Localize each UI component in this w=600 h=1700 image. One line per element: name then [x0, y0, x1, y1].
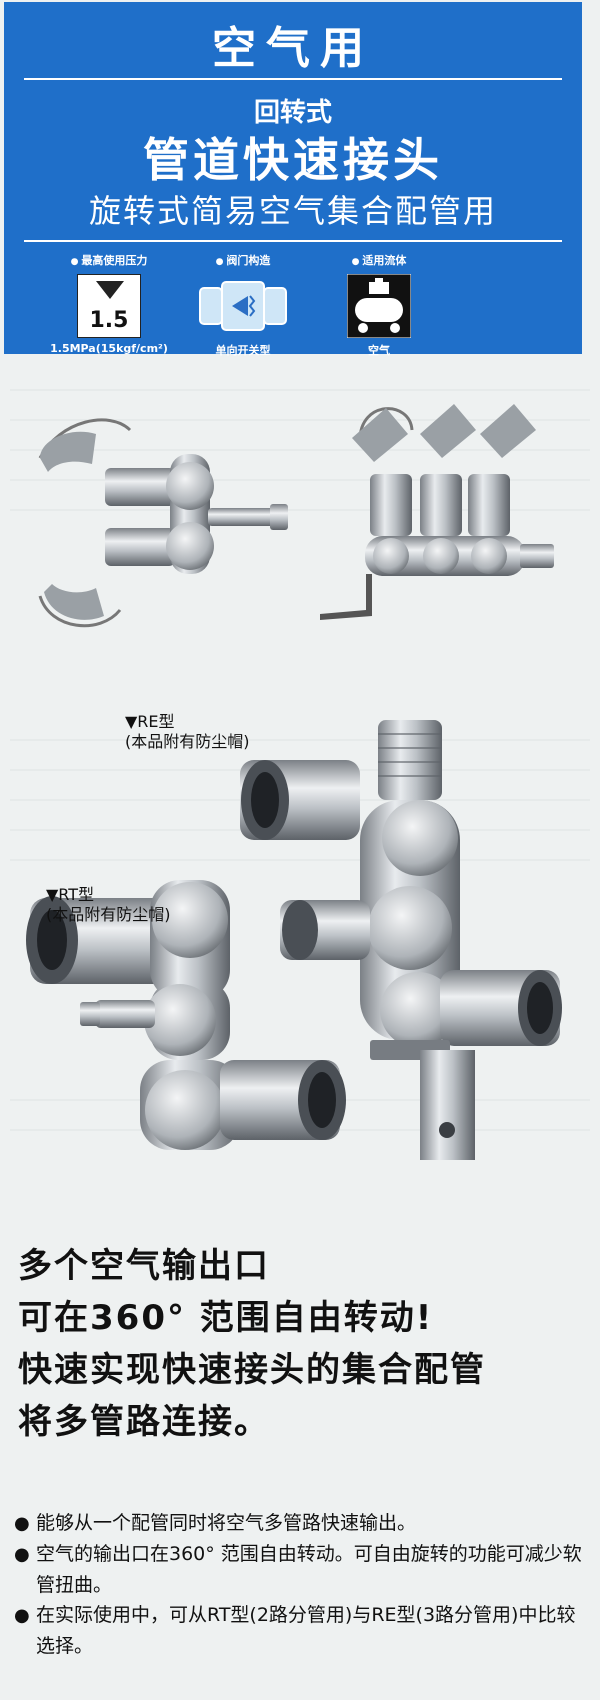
subtitle-small: 回转式: [253, 98, 332, 128]
rt-model-note: (本品附有防尘帽): [46, 905, 171, 924]
re-small-photo: [320, 404, 554, 620]
re-model-label: ▼RE型 (本品附有防尘帽): [125, 712, 250, 752]
rt-small-photo: [38, 418, 288, 628]
header-divider: [24, 240, 562, 242]
spec-label: 最高使用压力: [34, 252, 184, 268]
product-description: 旋转式简易空气集合配管用: [88, 192, 497, 230]
spec-label: 适用流体: [304, 252, 454, 268]
rt-model-label: ▼RT型 (本品附有防尘帽): [46, 885, 171, 925]
headline-line: 将多管路连接。: [18, 1402, 270, 1442]
re-model-name: ▼RE型: [125, 712, 175, 731]
product-title: 管道快速接头: [143, 133, 443, 187]
rt-model-name: ▼RT型: [46, 885, 95, 904]
list-item: 在实际使用中，可从RT型(2路分管用)与RE型(3路分管用)中比较选择。: [14, 1600, 590, 1661]
pressure-icon: 1.5: [77, 274, 141, 338]
one-way-valve-icon: [199, 281, 287, 331]
rt-large-photo: [26, 880, 346, 1150]
pressure-value: 1.5: [89, 308, 129, 333]
spec-max-pressure: 最高使用压力 1.5 1.5MPa(15kgf/cm²): [34, 252, 184, 355]
product-photo-svg: [10, 389, 590, 1160]
re-model-note: (本品附有防尘帽): [125, 732, 250, 751]
spec-valve-structure: 阀门构造 单向开关型: [168, 252, 318, 358]
re-large-photo: [240, 720, 562, 1160]
headline-line: 多个空气输出口: [18, 1246, 270, 1286]
list-item: 空气的输出口在360° 范围自由转动。可自由旋转的功能可减少软管扭曲。: [14, 1539, 590, 1600]
spec-label: 阀门构造: [168, 252, 318, 268]
category-title: 空气用: [212, 23, 374, 74]
spec-caption: 1.5MPa(15kgf/cm²): [50, 342, 168, 355]
feature-list: 能够从一个配管同时将空气多管路快速输出。 空气的输出口在360° 范围自由转动。…: [14, 1508, 590, 1661]
product-photos: [0, 360, 600, 1220]
headline-line: 快速实现快速接头的集合配管: [18, 1350, 486, 1390]
headline-line: 可在360° 范围自由转动!: [18, 1298, 434, 1338]
header-banner: 空气用 回转式 管道快速接头 旋转式简易空气集合配管用 最高使用压力 1.5 1…: [4, 2, 582, 357]
feature-headline: 多个空气输出口 可在360° 范围自由转动! 快速实现快速接头的集合配管 将多管…: [18, 1240, 588, 1448]
header-divider: [24, 78, 562, 80]
spec-caption: 单向开关型: [215, 344, 271, 357]
spec-caption: 空气: [368, 344, 390, 357]
list-item: 能够从一个配管同时将空气多管路快速输出。: [14, 1508, 590, 1539]
spec-fluid: 适用流体 空气: [304, 252, 454, 358]
air-compressor-icon: [347, 274, 411, 338]
